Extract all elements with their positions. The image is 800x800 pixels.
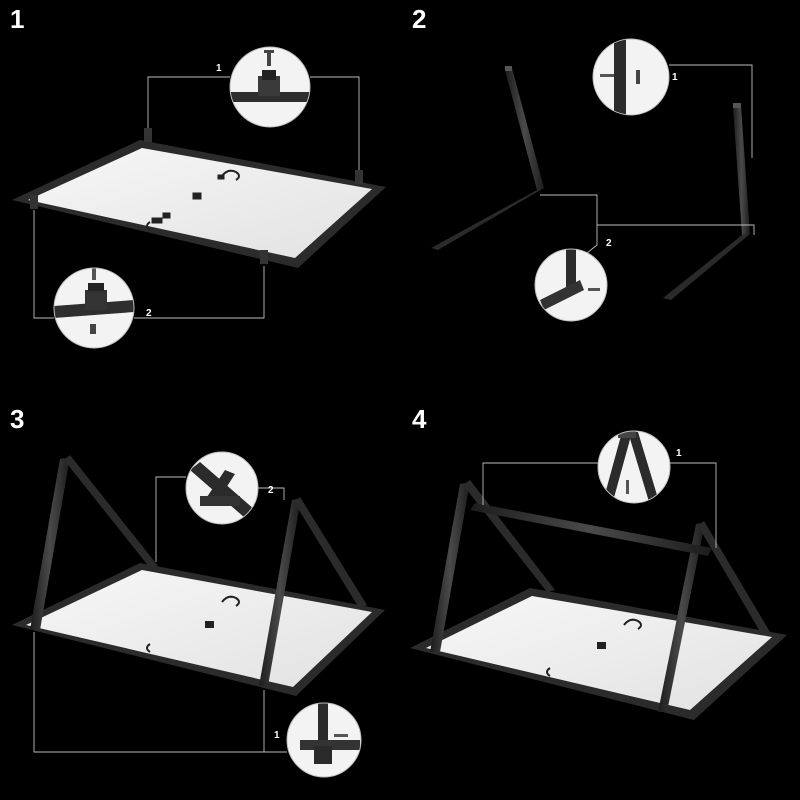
step-3-illustration: 2 1 bbox=[12, 451, 385, 778]
step-2-number: 2 bbox=[412, 4, 427, 34]
callout-number: 2 bbox=[606, 238, 612, 249]
solar-panel-surface bbox=[28, 148, 372, 258]
detail-circle bbox=[185, 451, 259, 525]
callout-number: 2 bbox=[268, 485, 274, 496]
mounting-bracket bbox=[30, 128, 363, 264]
support-leg bbox=[259, 497, 367, 686]
detail-circle bbox=[53, 267, 135, 349]
step-4-number: 4 bbox=[412, 404, 427, 434]
junction-box bbox=[146, 595, 240, 653]
callout-number: 1 bbox=[216, 63, 222, 74]
leader-lines bbox=[33, 476, 287, 753]
callout-number: 1 bbox=[274, 730, 280, 741]
support-leg bbox=[431, 66, 544, 250]
junction-box bbox=[146, 169, 240, 231]
step-4-illustration: 1 bbox=[410, 430, 787, 720]
detail-circle bbox=[286, 702, 362, 778]
cross-bar bbox=[470, 503, 712, 556]
step-2-illustration: 1 2 bbox=[431, 38, 755, 322]
leader-lines bbox=[482, 462, 717, 548]
solar-panel-surface bbox=[26, 570, 372, 687]
support-leg bbox=[658, 521, 770, 712]
leader-lines bbox=[33, 76, 360, 319]
callout-number: 2 bbox=[146, 308, 152, 319]
callout-number: 1 bbox=[672, 72, 678, 83]
step-1-illustration: 1 2 bbox=[12, 46, 386, 349]
leader-lines bbox=[540, 64, 755, 254]
junction-box bbox=[546, 618, 642, 677]
detail-circle bbox=[592, 38, 670, 116]
support-leg bbox=[663, 103, 750, 300]
support-leg bbox=[30, 455, 158, 630]
detail-circle bbox=[534, 248, 608, 322]
detail-circle bbox=[229, 46, 311, 128]
callout-number: 1 bbox=[676, 448, 682, 459]
detail-circle bbox=[597, 430, 671, 504]
step-1-number: 1 bbox=[10, 4, 25, 34]
solar-panel-surface bbox=[426, 596, 772, 710]
step-3-number: 3 bbox=[10, 404, 25, 434]
